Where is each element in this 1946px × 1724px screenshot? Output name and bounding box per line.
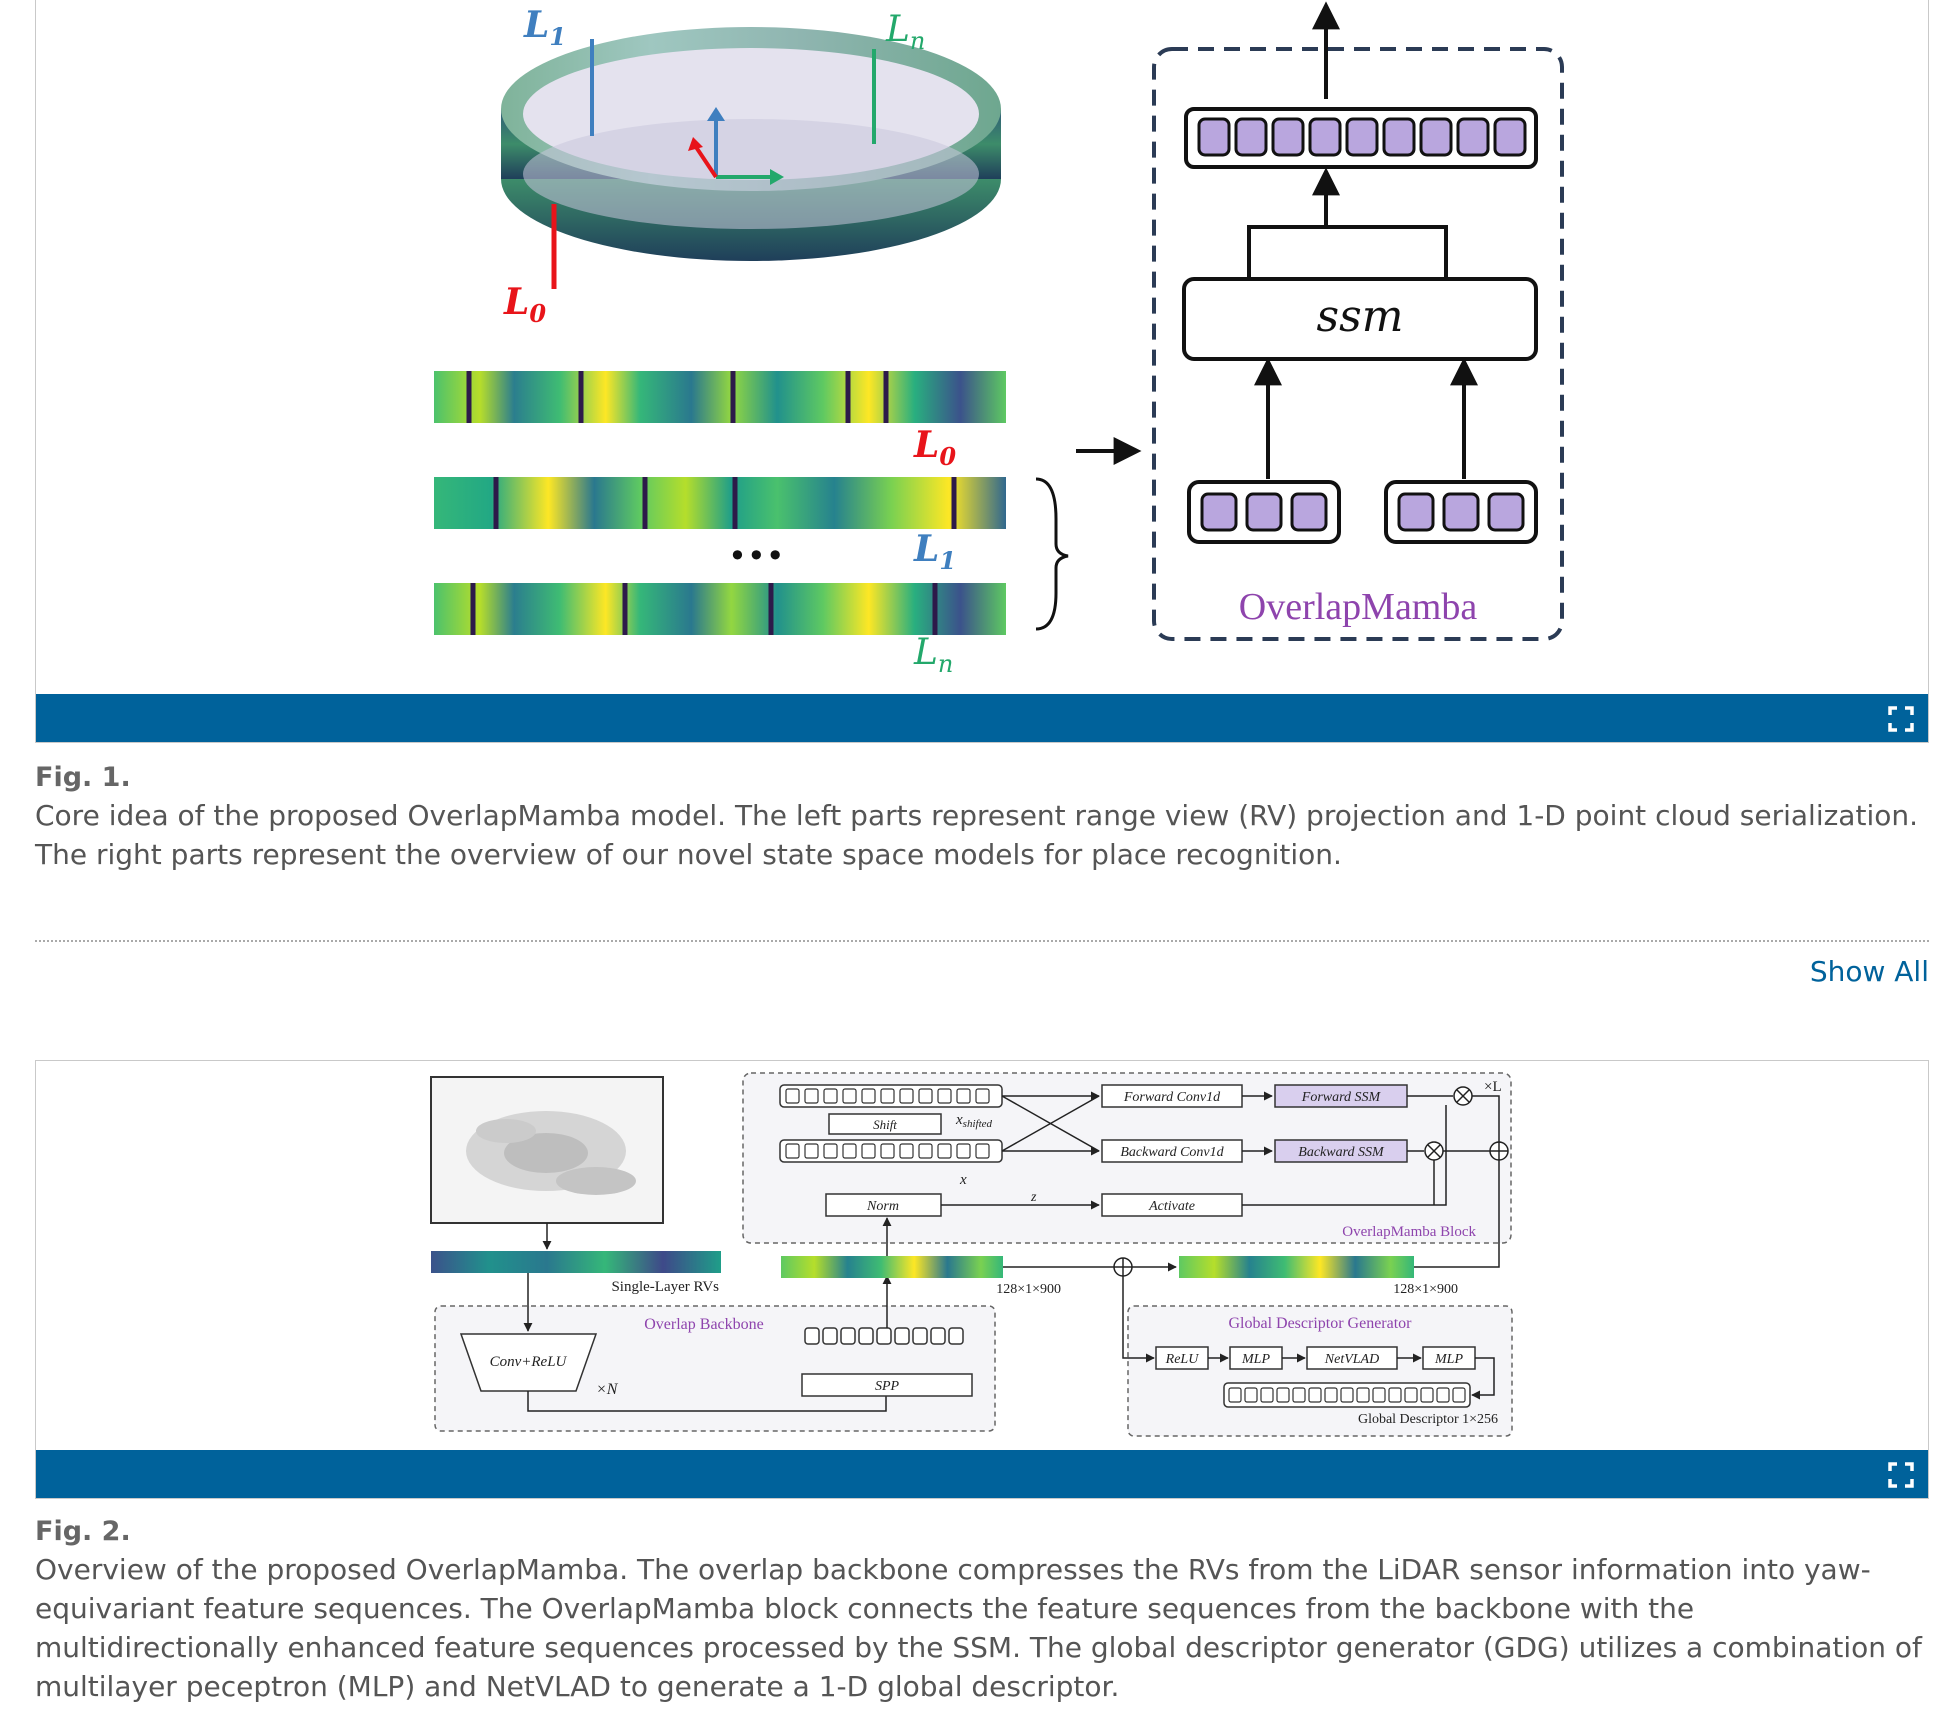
ring-label-ln: Ln — [885, 9, 925, 55]
activate-label: Activate — [1148, 1199, 1195, 1214]
spp-block — [801, 1373, 973, 1397]
feature-sequence-right — [1179, 1256, 1414, 1278]
figure-2-caption: Fig. 2. Overview of the proposed Overlap… — [35, 1514, 1925, 1706]
rv-strip-ln — [434, 583, 1006, 635]
repeat-n-label: ×N — [596, 1381, 619, 1398]
ssm-out-lines — [1247, 225, 1448, 279]
backward-ssm-label: Backward SSM — [1298, 1145, 1385, 1160]
x-label: x — [959, 1172, 967, 1188]
shift-block — [828, 1113, 942, 1135]
feature-sequence-left — [781, 1256, 1003, 1278]
repeat-l-label: ×L — [1484, 1079, 1502, 1095]
figure-1-diagram[interactable]: L1 Ln L0 L0 L1 Ln ••• — [36, 0, 1928, 694]
relu-label: ReLU — [1165, 1352, 1200, 1367]
norm-label: Norm — [866, 1199, 899, 1214]
forward-conv-label: Forward Conv1d — [1123, 1090, 1221, 1105]
rv-strip-l0 — [434, 371, 1006, 423]
strip-label-l0: L0 — [913, 424, 956, 471]
figure-1-toolbar — [36, 694, 1928, 742]
strip-label-l1: L1 — [913, 528, 956, 575]
axes-icon — [688, 107, 784, 185]
point-cloud-ring — [501, 27, 1001, 261]
expand-icon[interactable] — [1888, 1462, 1914, 1488]
spp-label: SPP — [875, 1379, 900, 1394]
strip-label-ln: Ln — [913, 632, 953, 678]
output-cells — [1197, 117, 1527, 157]
dims-left-label: 128×1×900 — [996, 1282, 1061, 1297]
conv-relu-label: Conv+ReLU — [490, 1354, 568, 1370]
z-label: z — [1030, 1190, 1037, 1205]
figure-2-toolbar — [36, 1450, 1928, 1498]
x-shifted-label: xshifted — [955, 1112, 993, 1130]
rv-strip-l1 — [434, 477, 1006, 529]
global-descriptor-label: Global Descriptor 1×256 — [1358, 1412, 1498, 1427]
section-divider — [35, 940, 1929, 942]
show-all-link[interactable]: Show All — [1809, 955, 1929, 988]
backward-conv-label: Backward Conv1d — [1120, 1145, 1224, 1160]
backbone-title: Overlap Backbone — [644, 1316, 764, 1333]
ring-label-l0: L0 — [503, 281, 546, 328]
strip-ellipsis: ••• — [728, 537, 785, 575]
dims-right-label: 128×1×900 — [1393, 1282, 1458, 1297]
figure-1-caption-text: Core idea of the proposed OverlapMamba m… — [35, 799, 1918, 871]
figure-2-diagram[interactable]: Single-Layer RVs Overlap Backbone Conv+R… — [36, 1061, 1928, 1450]
mlp2-label: MLP — [1434, 1352, 1463, 1367]
forward-ssm-label: Forward SSM — [1301, 1090, 1382, 1105]
expand-icon[interactable] — [1888, 706, 1914, 732]
shift-label: Shift — [873, 1117, 897, 1132]
figure-2-caption-text: Overview of the proposed OverlapMamba. T… — [35, 1553, 1922, 1703]
figure-1-caption: Fig. 1. Core idea of the proposed Overla… — [35, 760, 1925, 874]
netvlad-label: NetVLAD — [1324, 1352, 1379, 1367]
figure-2-frame: Single-Layer RVs Overlap Backbone Conv+R… — [35, 1060, 1929, 1499]
spp-cells — [804, 1327, 964, 1345]
single-layer-label: Single-Layer RVs — [611, 1279, 719, 1295]
strip-brace — [1035, 477, 1069, 631]
ssm-label: ssm — [1317, 291, 1404, 342]
mlp1-label: MLP — [1241, 1352, 1270, 1367]
overlapmamba-title: OverlapMamba — [1239, 586, 1478, 628]
conv-relu-block — [459, 1333, 598, 1392]
figure-1-label: Fig. 1. — [35, 762, 131, 793]
ring-label-l1: L1 — [523, 4, 566, 51]
block-title: OverlapMamba Block — [1342, 1224, 1476, 1240]
overlapmamba-block-outline — [1152, 47, 1564, 641]
strip-dark-bands — [466, 371, 957, 635]
gdg-title: Global Descriptor Generator — [1228, 1315, 1412, 1332]
figure-2-label: Fig. 2. — [35, 1516, 131, 1547]
ssm-box — [1182, 277, 1538, 361]
figure-1-frame: L1 Ln L0 L0 L1 Ln ••• — [35, 0, 1929, 743]
single-layer-rv — [431, 1251, 721, 1273]
